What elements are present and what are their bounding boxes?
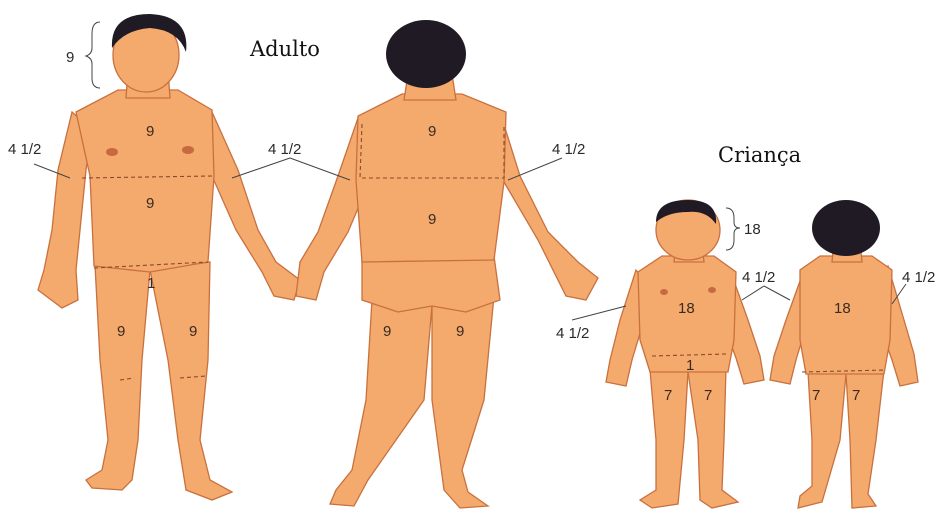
child-back-leg-left-label: 7 <box>812 387 820 404</box>
child-arm-right-label: 4 1/2 <box>902 269 935 286</box>
child-front-leg-left-label: 7 <box>664 387 672 404</box>
child-title: Criança <box>718 143 801 167</box>
adult-back-lower-label: 9 <box>428 211 436 228</box>
adult-head-label: 9 <box>66 49 74 66</box>
adult-back-figure <box>296 20 598 508</box>
child-front-trunk-label: 18 <box>678 300 695 317</box>
adult-arm-center-label: 4 1/2 <box>268 141 301 158</box>
child-back-trunk-label: 18 <box>834 300 851 317</box>
adult-title: Adulto <box>249 37 320 61</box>
child-genital-label: 1 <box>686 357 694 374</box>
adult-back-leg-left-label: 9 <box>383 323 391 340</box>
adult-front-abdomen-label: 9 <box>146 195 154 212</box>
child-back-figure <box>770 200 918 508</box>
adult-front-leg-left-label: 9 <box>117 323 125 340</box>
child-head-brace <box>726 208 740 250</box>
adult-front-leg-right-label: 9 <box>189 323 197 340</box>
adult-arm-left-label: 4 1/2 <box>8 141 41 158</box>
child-front-leg-right-label: 7 <box>704 387 712 404</box>
adult-back-upper-label: 9 <box>428 123 436 140</box>
child-arm-left-label: 4 1/2 <box>556 325 589 342</box>
adult-head-brace <box>86 22 100 88</box>
adult-arm-right-label: 4 1/2 <box>552 141 585 158</box>
adult-front-chest-label: 9 <box>146 123 154 140</box>
adult-genital-label: 1 <box>147 275 155 292</box>
child-arm-center-label: 4 1/2 <box>742 269 775 286</box>
adult-back-leg-right-label: 9 <box>456 323 464 340</box>
adult-front-figure <box>38 14 300 500</box>
child-front-figure <box>606 200 764 508</box>
child-back-leg-right-label: 7 <box>852 387 860 404</box>
child-head-label: 18 <box>744 221 761 238</box>
